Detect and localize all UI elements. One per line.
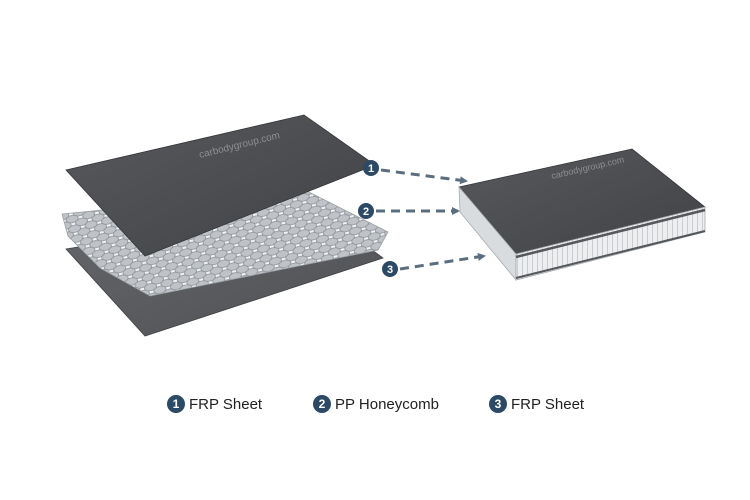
legend: 1 FRP Sheet 2 PP Honeycomb 3 FRP Sheet [0, 393, 750, 417]
arrow-3 [399, 252, 486, 271]
callout-badge-2: 2 [358, 203, 374, 219]
legend-label-3: FRP Sheet [511, 395, 585, 413]
legend-item-pp-honeycomb: 2 PP Honeycomb [313, 393, 439, 415]
legend-label-2: PP Honeycomb [335, 395, 439, 413]
arrow-1 [380, 168, 468, 185]
legend-badge-2: 2 [313, 395, 331, 413]
svg-text:3: 3 [387, 264, 393, 276]
svg-text:1: 1 [368, 163, 374, 175]
callout-badge-1: 1 [363, 160, 379, 176]
legend-badge-3: 3 [489, 395, 507, 413]
legend-label-1: FRP Sheet [189, 395, 263, 413]
svg-text:2: 2 [363, 206, 369, 218]
callout-badge-3: 3 [382, 261, 398, 277]
legend-badge-1: 1 [167, 395, 185, 413]
legend-item-frp-sheet-bottom: 3 FRP Sheet [489, 393, 584, 415]
legend-item-frp-sheet-top: 1 FRP Sheet [167, 393, 262, 415]
